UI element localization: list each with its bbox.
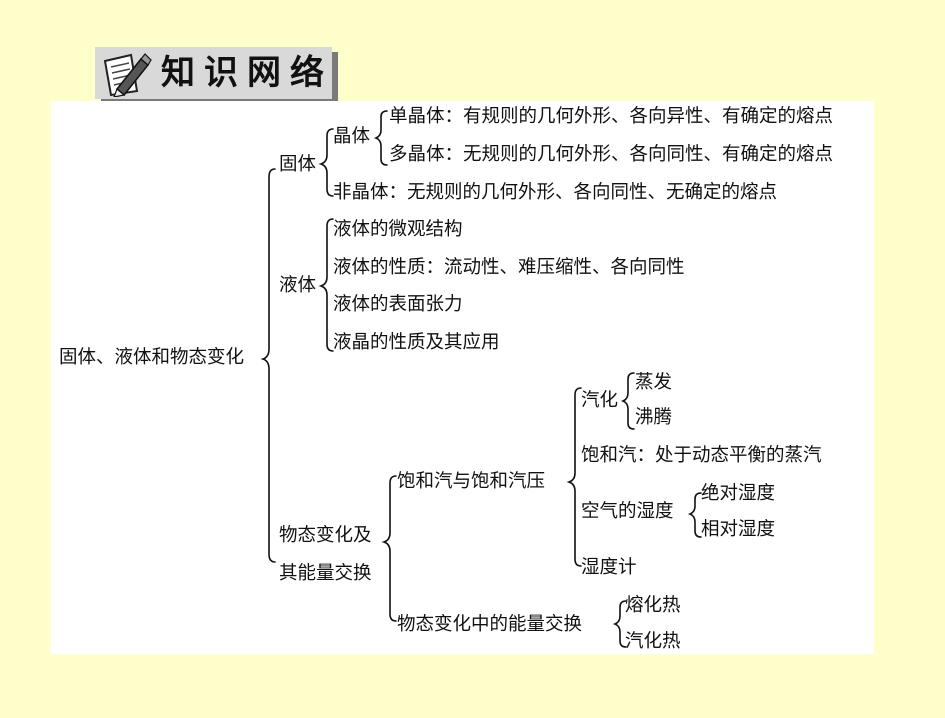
pencil-notepad-icon xyxy=(101,51,153,101)
connector-lines xyxy=(260,110,702,648)
liquid-bracket xyxy=(318,218,334,352)
section-banner: 知识网络 xyxy=(95,47,338,104)
hygrometer-text: 湿度计 xyxy=(581,557,637,578)
single-crystal-text: 单晶体：有规则的几何外形、各向异性、有确定的熔点 xyxy=(389,106,834,127)
liquid-item: 液体的表面张力 xyxy=(333,294,463,315)
knowledge-tree-diagram: 固体、液体和物态变化 固体 晶体 单晶体：有规则的几何外形、各向异性、有确定的熔… xyxy=(51,101,874,654)
vaporization-bracket xyxy=(620,372,635,430)
saturated-vapor-text: 饱和汽：处于动态平衡的蒸汽 xyxy=(581,445,822,466)
boiling-text: 沸腾 xyxy=(635,407,673,428)
humidity-label: 空气的湿度 xyxy=(581,501,674,522)
relative-humidity-text: 相对湿度 xyxy=(701,519,776,540)
energy-bracket xyxy=(612,600,627,648)
liquid-item: 液晶的性质及其应用 xyxy=(333,332,500,353)
crystal-bracket xyxy=(373,110,388,166)
evaporation-text: 蒸发 xyxy=(635,372,673,393)
phase-label-line1: 物态变化及 xyxy=(279,525,372,546)
root-bracket xyxy=(260,168,276,563)
solid-label: 固体 xyxy=(279,154,317,175)
phase-label-line2: 其能量交换 xyxy=(279,563,372,584)
humidity-bracket xyxy=(687,492,702,538)
vaporization-label: 汽化 xyxy=(581,390,619,411)
liquid-item: 液体的微观结构 xyxy=(333,219,463,240)
fusion-heat-text: 熔化热 xyxy=(625,595,681,616)
polycrystal-text: 多晶体：无规则的几何外形、各向同性、有确定的熔点 xyxy=(389,144,834,165)
amorphous-text: 非晶体：无规则的几何外形、各向同性、无确定的熔点 xyxy=(333,182,778,203)
vaporization-heat-text: 汽化热 xyxy=(625,631,681,652)
energy-label: 物态变化中的能量交换 xyxy=(397,614,583,635)
solid-bracket xyxy=(318,128,334,197)
saturation-bracket xyxy=(566,387,582,567)
root-label: 固体、液体和物态变化 xyxy=(59,347,245,368)
liquid-item: 液体的性质：流动性、难压缩性、各向同性 xyxy=(333,257,685,278)
phase-bracket xyxy=(381,475,397,622)
page-title: 知识网络 xyxy=(161,53,333,93)
crystal-label: 晶体 xyxy=(333,126,371,147)
liquid-label: 液体 xyxy=(279,275,317,296)
absolute-humidity-text: 绝对湿度 xyxy=(701,483,776,504)
saturation-label: 饱和汽与饱和汽压 xyxy=(397,471,546,492)
